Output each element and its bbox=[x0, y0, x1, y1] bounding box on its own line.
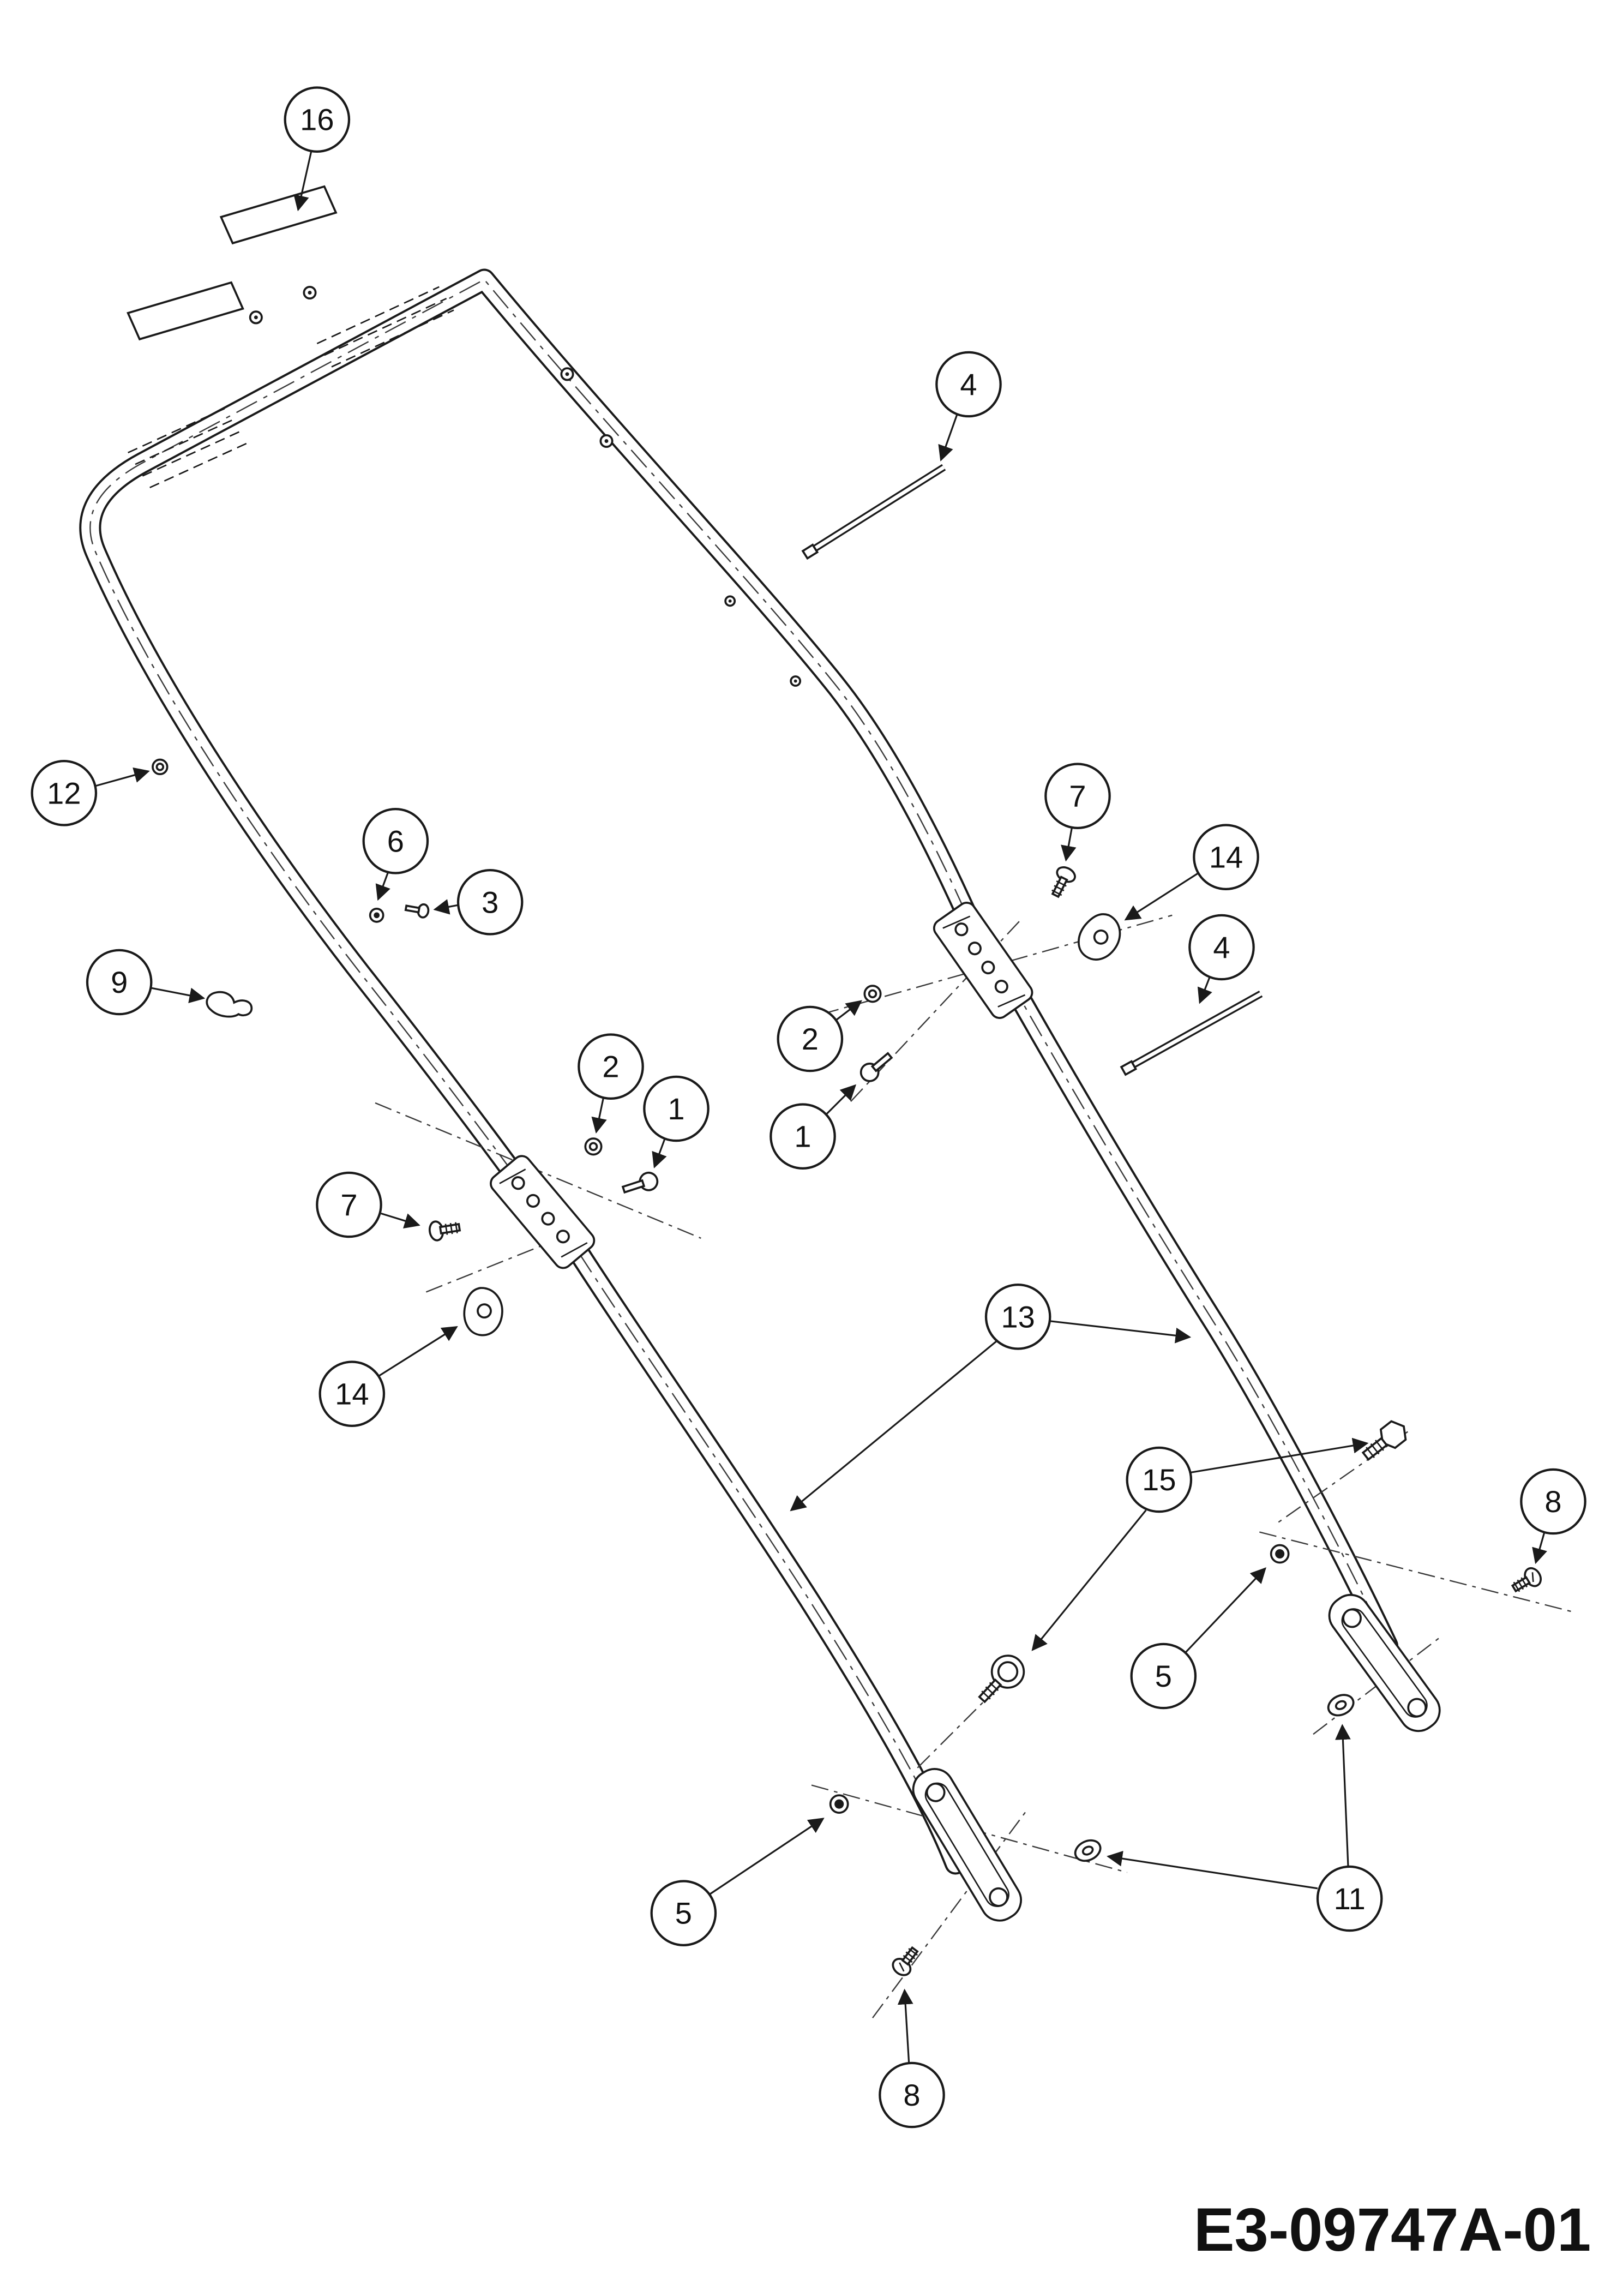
callout-6-label: 6 bbox=[387, 824, 404, 858]
bolt-1-right bbox=[859, 1052, 893, 1082]
callout-4-top: 4 bbox=[935, 351, 1002, 461]
callout-15: 15 bbox=[1031, 1437, 1369, 1651]
callout-7-left: 7 bbox=[316, 1171, 420, 1238]
tube-holes bbox=[249, 285, 802, 687]
callout-13: 13 bbox=[790, 1284, 1192, 1512]
callout-2-left-label: 2 bbox=[602, 1050, 619, 1084]
callout-9: 9 bbox=[86, 949, 206, 1016]
callout-1-right: 1 bbox=[770, 1084, 857, 1170]
callout-13-label: 13 bbox=[1001, 1299, 1035, 1334]
callout-5-right: 5 bbox=[1130, 1567, 1266, 1710]
callout-4-right: 4 bbox=[1188, 914, 1255, 1004]
callout-5-left: 5 bbox=[650, 1818, 825, 1946]
callout-5-left-label: 5 bbox=[675, 1896, 692, 1931]
cam-lever-left bbox=[463, 1287, 503, 1336]
callout-1-right-label: 1 bbox=[794, 1119, 811, 1154]
callout-4-top-label: 4 bbox=[960, 367, 977, 401]
bolt-7-left bbox=[428, 1220, 461, 1242]
nut-5-right bbox=[1270, 1544, 1290, 1564]
hinge-plate-right bbox=[933, 902, 1033, 1019]
diagram-code: E3-09747A-01 bbox=[1194, 2196, 1591, 2264]
callout-9-label: 9 bbox=[111, 965, 128, 999]
screw-8-bottom bbox=[892, 1946, 919, 1976]
deck-fork-left bbox=[912, 1768, 1022, 1922]
callout-1-left: 1 bbox=[643, 1075, 710, 1168]
callout-7-right: 7 bbox=[1044, 763, 1111, 862]
cam-lever-right bbox=[1078, 913, 1121, 961]
callout-16: 16 bbox=[284, 86, 351, 212]
bolt-7-right bbox=[1051, 866, 1076, 898]
callout-8-bottom-label: 8 bbox=[903, 2078, 920, 2112]
callout-3-label: 3 bbox=[482, 885, 498, 919]
callout-3: 3 bbox=[433, 869, 524, 936]
callout-5-right-label: 5 bbox=[1155, 1659, 1172, 1693]
handlebar-lower-left-tube bbox=[568, 1242, 966, 1875]
callout-2-right: 2 bbox=[777, 1000, 862, 1072]
screw-12 bbox=[152, 758, 169, 776]
nut-6 bbox=[369, 907, 384, 923]
callout-11-label: 11 bbox=[1334, 1881, 1366, 1916]
cable-tie-right bbox=[1120, 991, 1263, 1076]
handlebar-upper-tube bbox=[79, 268, 993, 1220]
washer-11-lower bbox=[1074, 1839, 1102, 1862]
callout-4-right-label: 4 bbox=[1213, 930, 1230, 964]
handlebar-lower-right-tube bbox=[998, 968, 1398, 1657]
grip-texture bbox=[128, 286, 454, 489]
callout-8-right-label: 8 bbox=[1544, 1484, 1561, 1519]
callout-15-label: 15 bbox=[1142, 1462, 1176, 1497]
bolt-3 bbox=[404, 903, 430, 919]
callout-8-right: 8 bbox=[1520, 1468, 1586, 1564]
hinge-plate-left bbox=[490, 1155, 596, 1269]
callout-14-left: 14 bbox=[318, 1326, 458, 1427]
hex-bolt-15 bbox=[1361, 1420, 1407, 1461]
callout-12-label: 12 bbox=[47, 776, 81, 810]
callout-11: 11 bbox=[1107, 1724, 1383, 1932]
callout-14-left-label: 14 bbox=[335, 1377, 369, 1411]
grip-pads bbox=[127, 185, 338, 341]
callout-7-right-label: 7 bbox=[1069, 779, 1086, 813]
callout-8-bottom: 8 bbox=[879, 1988, 945, 2129]
callout-2-left: 2 bbox=[578, 1033, 644, 1134]
callout-1-left-label: 1 bbox=[668, 1092, 684, 1126]
callout-16-label: 16 bbox=[300, 103, 334, 137]
nut-5-left bbox=[829, 1794, 849, 1814]
clip-9 bbox=[206, 991, 253, 1018]
callout-7-left-label: 7 bbox=[340, 1188, 357, 1222]
callout-14-right-label: 14 bbox=[1209, 840, 1243, 874]
cable-tie-top bbox=[801, 464, 946, 560]
callout-12: 12 bbox=[31, 760, 150, 826]
knob-bolt-15 bbox=[978, 1654, 1025, 1704]
callout-6: 6 bbox=[362, 808, 429, 901]
washer-2-right bbox=[863, 985, 882, 1003]
callout-14-right: 14 bbox=[1124, 824, 1259, 921]
callout-2-right-label: 2 bbox=[802, 1022, 819, 1056]
screw-8-right bbox=[1511, 1567, 1542, 1593]
washer-2-left bbox=[584, 1137, 603, 1156]
washer-11-upper bbox=[1327, 1694, 1355, 1717]
deck-fork-right bbox=[1328, 1593, 1441, 1733]
bolt-1-left bbox=[621, 1171, 659, 1194]
